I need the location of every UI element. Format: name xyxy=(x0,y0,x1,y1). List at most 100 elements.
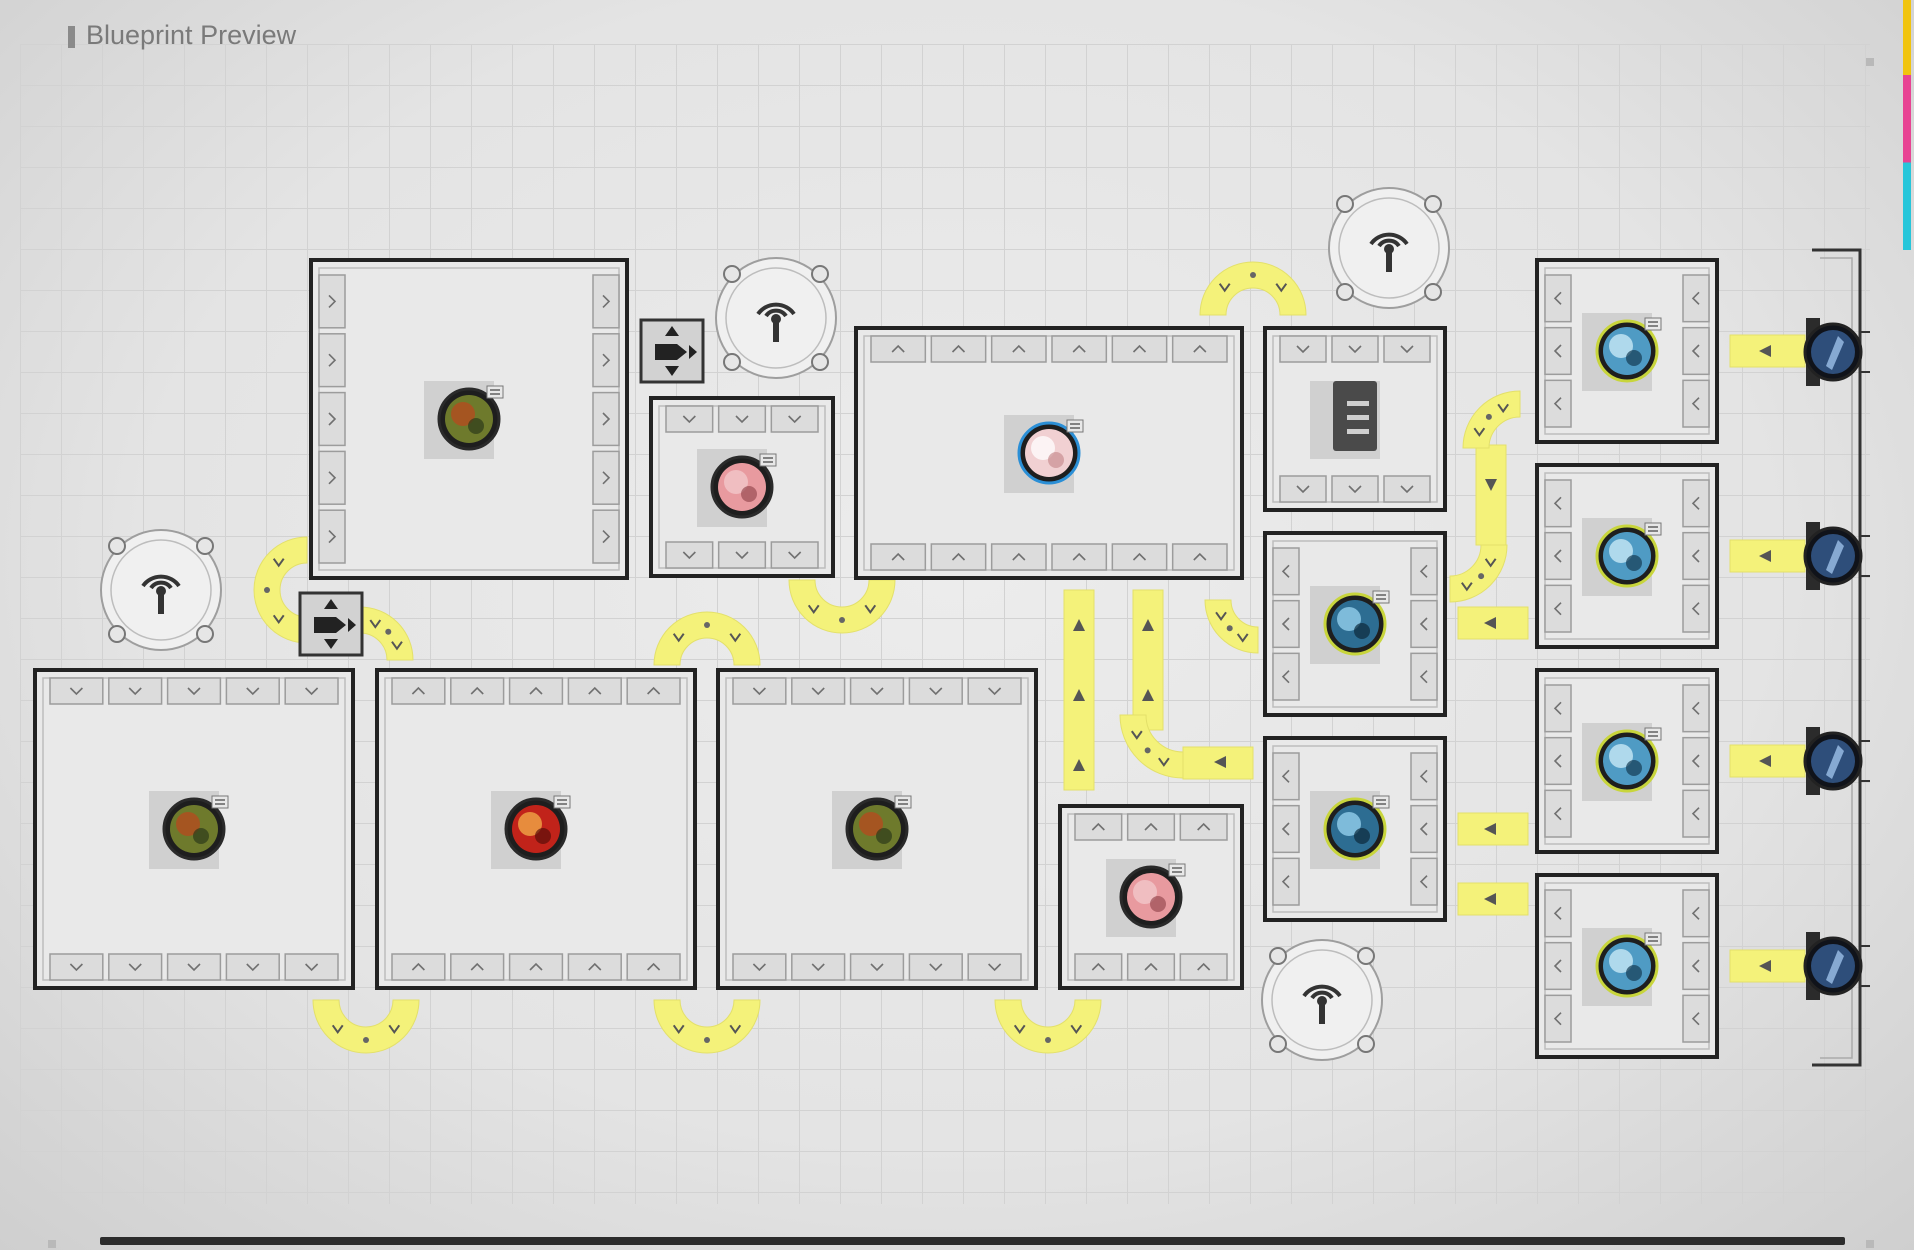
conveyor-segment[interactable] xyxy=(1457,882,1529,916)
machine-crafter-large[interactable] xyxy=(33,668,355,990)
conveyor-curve[interactable] xyxy=(1204,599,1259,654)
recipe-swap-icon[interactable] xyxy=(1066,419,1084,433)
dark-crystal-orb-icon[interactable] xyxy=(1803,932,1870,1000)
io-port[interactable] xyxy=(567,677,622,705)
io-port[interactable] xyxy=(318,274,346,329)
conveyor-curve[interactable] xyxy=(359,606,414,661)
recipe-swap-icon[interactable] xyxy=(211,795,229,809)
recipe-swap-icon[interactable] xyxy=(1372,795,1390,809)
relay-tower-icon[interactable] xyxy=(715,257,837,379)
io-port[interactable] xyxy=(508,953,564,981)
relay-tower-icon[interactable] xyxy=(100,529,222,651)
recipe-swap-icon[interactable] xyxy=(553,795,571,809)
io-port[interactable] xyxy=(908,953,963,981)
relay-tower-icon[interactable] xyxy=(1328,187,1450,309)
machine-crafter-medium[interactable] xyxy=(649,396,835,578)
io-port[interactable] xyxy=(592,391,620,447)
io-port[interactable] xyxy=(1544,274,1572,323)
io-port[interactable] xyxy=(508,677,564,705)
io-port[interactable] xyxy=(1179,953,1228,981)
conveyor-segment[interactable] xyxy=(1457,812,1529,846)
io-port[interactable] xyxy=(1179,813,1228,841)
conveyor-segment[interactable] xyxy=(1182,746,1254,780)
machine-refiner[interactable] xyxy=(1263,531,1447,717)
io-port[interactable] xyxy=(1410,857,1438,906)
conveyor-segment[interactable] xyxy=(1729,334,1806,368)
splitter-icon[interactable] xyxy=(639,318,705,384)
io-port[interactable] xyxy=(1682,736,1710,786)
io-port[interactable] xyxy=(1544,941,1572,991)
io-port[interactable] xyxy=(1111,335,1168,363)
io-port[interactable] xyxy=(870,543,927,571)
io-port[interactable] xyxy=(1682,994,1710,1043)
machine-purifier[interactable] xyxy=(1535,463,1719,649)
recipe-swap-icon[interactable] xyxy=(1644,522,1662,536)
io-port[interactable] xyxy=(1410,547,1438,596)
io-port[interactable] xyxy=(1682,789,1710,838)
io-port[interactable] xyxy=(908,677,963,705)
io-port[interactable] xyxy=(284,677,339,705)
io-port[interactable] xyxy=(665,405,714,433)
recipe-swap-icon[interactable] xyxy=(1372,590,1390,604)
machine-crafter-large[interactable] xyxy=(375,668,697,990)
io-port[interactable] xyxy=(1410,752,1438,801)
machine-purifier[interactable] xyxy=(1535,873,1719,1059)
io-port[interactable] xyxy=(626,677,681,705)
splitter-icon[interactable] xyxy=(298,591,364,657)
io-port[interactable] xyxy=(1544,531,1572,581)
io-port[interactable] xyxy=(732,953,787,981)
io-port[interactable] xyxy=(1544,889,1572,938)
io-port[interactable] xyxy=(791,953,846,981)
io-port[interactable] xyxy=(1682,531,1710,581)
io-port[interactable] xyxy=(592,509,620,564)
io-port[interactable] xyxy=(1272,547,1300,596)
machine-crafter-large[interactable] xyxy=(309,258,629,580)
conveyor-curve[interactable] xyxy=(1449,544,1508,603)
io-port[interactable] xyxy=(717,541,767,569)
conveyor-curve[interactable] xyxy=(1199,261,1307,316)
machine-storage[interactable] xyxy=(1263,326,1447,512)
io-port[interactable] xyxy=(592,450,620,505)
io-port[interactable] xyxy=(1682,479,1710,528)
io-port[interactable] xyxy=(1544,994,1572,1043)
io-port[interactable] xyxy=(166,677,222,705)
io-port[interactable] xyxy=(1171,543,1228,571)
io-port[interactable] xyxy=(318,333,346,388)
io-port[interactable] xyxy=(1410,652,1438,701)
io-port[interactable] xyxy=(1544,584,1572,633)
io-port[interactable] xyxy=(567,953,622,981)
io-port[interactable] xyxy=(665,541,714,569)
io-port[interactable] xyxy=(791,677,846,705)
io-port[interactable] xyxy=(732,677,787,705)
io-port[interactable] xyxy=(225,953,280,981)
machine-crafter-medium[interactable] xyxy=(1058,804,1244,990)
io-port[interactable] xyxy=(1272,857,1300,906)
io-port[interactable] xyxy=(870,335,927,363)
conveyor-curve[interactable] xyxy=(1119,714,1184,779)
io-port[interactable] xyxy=(967,677,1022,705)
io-port[interactable] xyxy=(1682,326,1710,376)
io-port[interactable] xyxy=(1383,335,1431,363)
io-port[interactable] xyxy=(1544,684,1572,733)
io-port[interactable] xyxy=(1682,684,1710,733)
io-port[interactable] xyxy=(1682,274,1710,323)
io-port[interactable] xyxy=(1682,941,1710,991)
io-port[interactable] xyxy=(391,677,446,705)
io-port[interactable] xyxy=(318,391,346,447)
io-port[interactable] xyxy=(1074,953,1123,981)
io-port[interactable] xyxy=(930,335,987,363)
io-port[interactable] xyxy=(108,677,163,705)
io-port[interactable] xyxy=(849,677,905,705)
io-port[interactable] xyxy=(450,953,505,981)
machine-purifier[interactable] xyxy=(1535,668,1719,854)
io-port[interactable] xyxy=(318,509,346,564)
conveyor-curve[interactable] xyxy=(653,611,761,666)
recipe-swap-icon[interactable] xyxy=(894,795,912,809)
io-port[interactable] xyxy=(450,677,505,705)
io-port[interactable] xyxy=(1544,326,1572,376)
io-port[interactable] xyxy=(1682,379,1710,428)
io-port[interactable] xyxy=(1272,652,1300,701)
recipe-swap-icon[interactable] xyxy=(486,385,504,399)
io-port[interactable] xyxy=(1074,813,1123,841)
io-port[interactable] xyxy=(849,953,905,981)
